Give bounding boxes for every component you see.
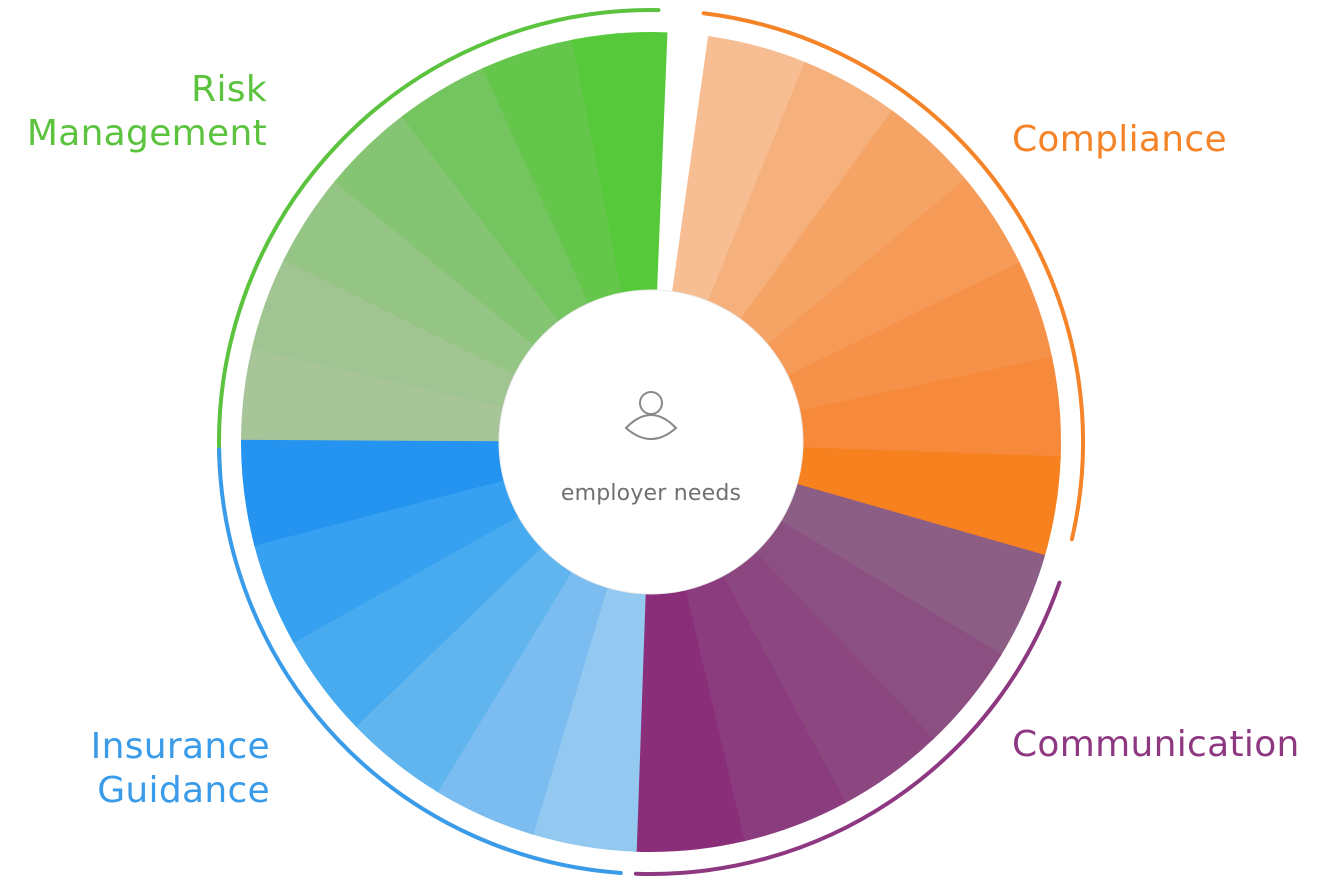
person-icon bbox=[624, 391, 678, 440]
risk-label-line: Management bbox=[26, 113, 267, 154]
compliance-label-line: Compliance bbox=[1012, 119, 1227, 160]
category-arcs bbox=[217, 8, 1085, 876]
compliance-arc bbox=[701, 11, 1085, 542]
communication-arc bbox=[633, 580, 1062, 876]
center-hub bbox=[498, 289, 804, 595]
insurance-label-line: Guidance bbox=[97, 770, 270, 811]
risk-arc bbox=[217, 8, 661, 475]
communication-label-line: Communication bbox=[1012, 724, 1300, 765]
center-label: employer needs bbox=[560, 481, 742, 506]
communication-label: Communication bbox=[1012, 723, 1300, 767]
compliance-label: Compliance bbox=[1012, 118, 1227, 162]
risk-label-line: Risk bbox=[191, 69, 267, 110]
insurance-arc bbox=[217, 447, 623, 875]
insurance-label-line: Insurance bbox=[90, 726, 270, 767]
